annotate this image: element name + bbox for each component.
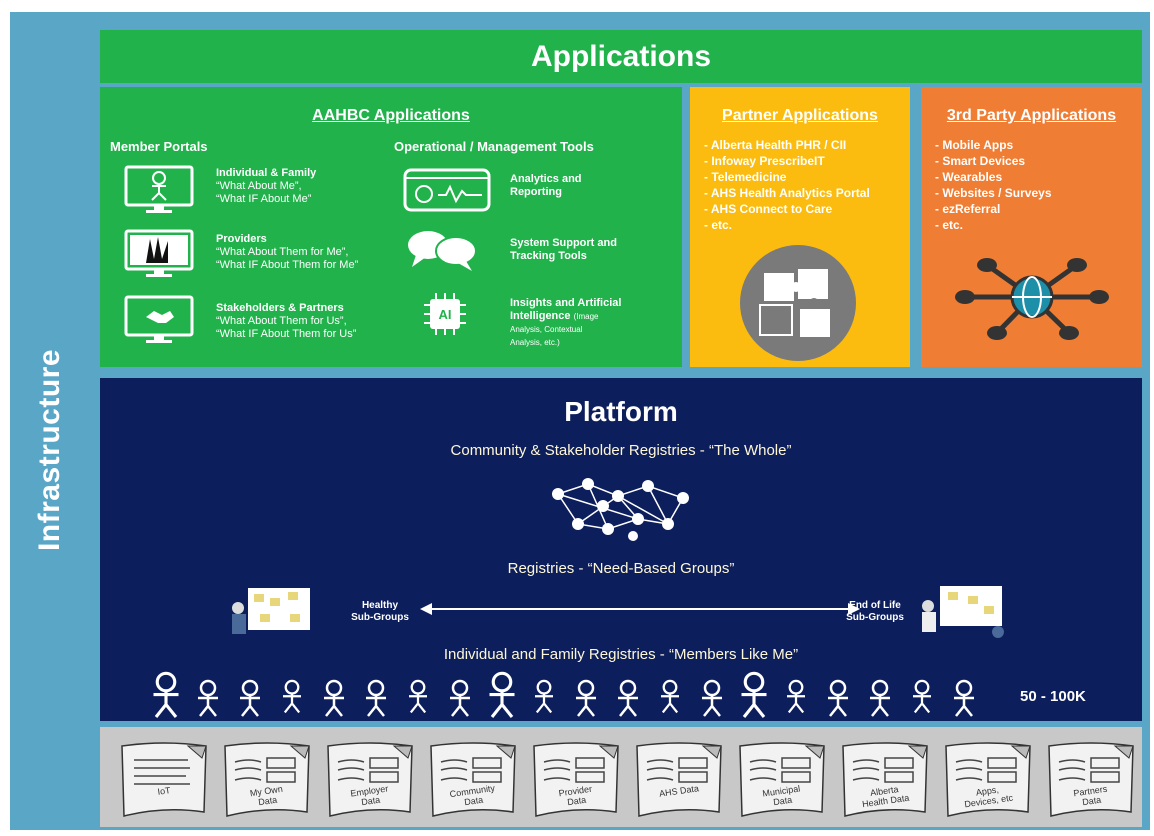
double-arrow-icon	[420, 603, 860, 615]
third-party-item: - Mobile Apps	[935, 138, 1014, 152]
partner-applications-panel: Partner Applications - Alberta Health PH…	[690, 87, 910, 367]
tool-insights-ai: Insights and Artificial Intelligence (Im…	[510, 297, 622, 347]
member-figure-icon	[786, 679, 806, 714]
member-figure-icon	[366, 679, 386, 717]
partner-item: - AHS Connect to Care	[704, 202, 833, 216]
stakeholders-monitor-icon	[124, 295, 194, 343]
partner-item: - AHS Health Analytics Portal	[704, 186, 870, 200]
partner-item: - Alberta Health PHR / CII	[704, 138, 847, 152]
member-figure-icon	[741, 671, 767, 718]
community-registries-label: Community & Stakeholder Registries - “Th…	[450, 442, 792, 459]
end-of-life-presenter-icon	[922, 586, 1004, 638]
member-figure-icon	[702, 679, 722, 717]
member-figure-icon	[912, 679, 932, 714]
need-based-label: Registries - “Need-Based Groups”	[507, 560, 735, 577]
third-party-item: - etc.	[935, 218, 964, 232]
partner-list: - Alberta Health PHR / CII - Infoway Pre…	[704, 137, 870, 233]
third-party-item: - Smart Devices	[935, 154, 1026, 168]
member-portals-title: Member Portals	[110, 139, 208, 154]
member-figure-icon	[660, 679, 680, 714]
data-source-doc: AHS Data	[633, 740, 725, 820]
member-figure-icon	[240, 679, 260, 717]
chat-bubbles-icon	[408, 231, 477, 271]
member-figure-icon	[324, 679, 344, 717]
third-party-item: - Websites / Surveys	[935, 186, 1052, 200]
member-count: 50 - 100K	[1020, 688, 1086, 705]
third-party-item: - ezReferral	[935, 202, 1001, 216]
puzzle-icon	[740, 245, 856, 361]
network-globe-icon	[955, 258, 1109, 340]
member-figure-icon	[450, 679, 470, 717]
aahbc-applications-panel: AAHBC Applications Member Portals Operat…	[100, 87, 682, 367]
partner-item: - etc.	[704, 218, 733, 232]
portal-individual-family: Individual & Family “What About Me”, “Wh…	[216, 167, 317, 205]
member-figure-icon	[576, 679, 596, 717]
member-figure-icon	[870, 679, 890, 717]
analytics-dashboard-icon	[403, 168, 491, 212]
portal-providers: Providers “What About Them for Me”, “Wha…	[216, 233, 359, 271]
member-figure-icon	[828, 679, 848, 717]
infrastructure-label: Infrastructure	[33, 348, 67, 552]
member-figure-icon	[534, 679, 554, 714]
member-figure-icon	[489, 671, 515, 718]
individual-monitor-icon	[124, 165, 194, 213]
partner-item: - Infoway PrescribeIT	[704, 154, 825, 168]
third-party-list: - Mobile Apps - Smart Devices - Wearable…	[935, 137, 1052, 233]
portal-stakeholders-partners: Stakeholders & Partners “What About Them…	[216, 302, 357, 340]
data-source-doc: IoT	[118, 740, 210, 820]
third-party-title: 3rd Party Applications	[946, 107, 1117, 124]
partner-title: Partner Applications	[722, 107, 878, 124]
healthy-presenter-icon	[232, 588, 310, 634]
member-figure-icon	[618, 679, 638, 717]
community-network-icon	[552, 478, 689, 541]
aahbc-title: AAHBC Applications	[312, 107, 470, 124]
providers-monitor-icon	[124, 229, 194, 277]
tool-analytics-reporting: Analytics and Reporting	[510, 173, 582, 198]
applications-banner: Applications	[100, 30, 1142, 83]
member-figure-icon	[198, 679, 218, 717]
partner-item: - Telemedicine	[704, 170, 787, 184]
ops-tools-title: Operational / Management Tools	[394, 139, 594, 154]
platform-layer: Platform Community & Stakeholder Registr…	[100, 378, 1142, 721]
third-party-item: - Wearables	[935, 170, 1003, 184]
member-figure-icon	[282, 679, 302, 714]
data-source-doc: Apps,Devices, etc	[942, 740, 1034, 820]
third-party-applications-panel: 3rd Party Applications - Mobile Apps - S…	[921, 87, 1142, 367]
ai-chip-icon: AI	[424, 293, 466, 335]
applications-title: Applications	[530, 39, 711, 73]
member-figure-icon	[408, 679, 428, 714]
ai-chip-text: AI	[439, 307, 452, 322]
members-icon-row	[153, 671, 974, 718]
platform-title: Platform	[564, 396, 678, 427]
individual-registries-label: Individual and Family Registries - “Memb…	[443, 646, 799, 663]
tool-system-support: System Support and Tracking Tools	[510, 237, 617, 262]
member-figure-icon	[153, 671, 179, 718]
member-figure-icon	[954, 679, 974, 717]
